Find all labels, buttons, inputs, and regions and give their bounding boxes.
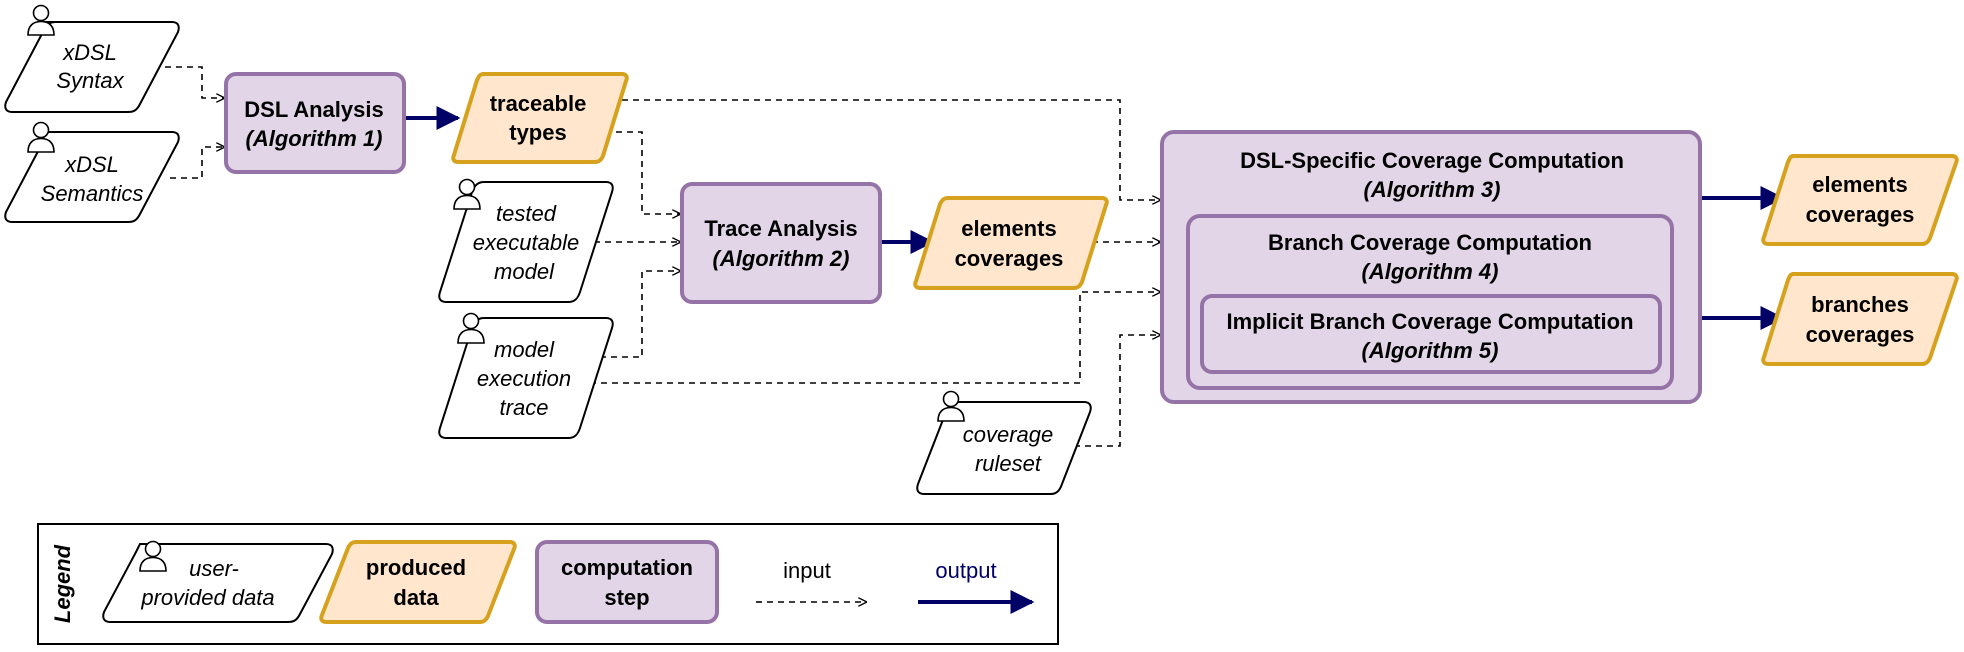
label-line-2: coverages <box>1806 202 1915 227</box>
legend-produced-data: produced data <box>319 540 517 624</box>
legend-input: input <box>756 558 866 602</box>
label-line-1: tested <box>496 201 557 226</box>
user-icon <box>27 4 55 36</box>
parallelogram-shape <box>4 131 180 223</box>
step-dsl-analysis: DSL Analysis (Algorithm 1) <box>224 72 406 174</box>
legend-user-data: user-provided data <box>102 540 334 623</box>
label-line-2: Syntax <box>56 68 124 93</box>
legend-computation-step: computation step <box>535 540 719 624</box>
step-box <box>680 182 882 304</box>
input-xdsl-semantics: xDSL Semantics <box>4 121 180 223</box>
label-line-1: coverage <box>963 422 1054 447</box>
label-line-1: xDSL <box>62 40 117 65</box>
step-algorithm: (Algorithm 5) <box>1362 338 1499 363</box>
arrow-syntax-to-dsl-analysis <box>132 66 224 98</box>
parallelogram-shape <box>451 72 629 164</box>
label-line-1: user- <box>189 556 239 581</box>
step-branch-coverage: Branch Coverage Computation (Algorithm 4… <box>1186 214 1674 390</box>
produced-branches-coverages: branches coverages <box>1761 272 1959 366</box>
arrow-traceable-to-trace-analysis <box>605 131 680 214</box>
label-line-1: traceable <box>490 91 587 116</box>
input-arrows <box>132 66 1160 447</box>
label-line-2: data <box>393 585 439 610</box>
parallelogram-shape <box>1761 154 1959 246</box>
label-line-1: xDSL <box>64 152 119 177</box>
label-line-2: step <box>604 585 649 610</box>
label-line-2: provided data <box>140 585 274 610</box>
label-line-1: model <box>494 337 555 362</box>
parallelogram-shape <box>1761 272 1959 366</box>
legend-output-label: output <box>935 558 996 583</box>
step-box <box>224 72 406 174</box>
input-tested-executable-model: tested executable model <box>438 178 614 303</box>
arrow-traceable-to-dsl-specific <box>622 99 1160 200</box>
label-line-2: coverages <box>955 246 1064 271</box>
step-title: Implicit Branch Coverage Computation <box>1226 309 1633 334</box>
step-implicit-branch-coverage: Implicit Branch Coverage Computation (Al… <box>1200 294 1662 374</box>
arrow-trace-to-dsl-specific <box>590 292 1160 384</box>
step-dsl-specific-coverage: DSL-Specific Coverage Computation (Algor… <box>1160 130 1702 404</box>
parallelogram-shape <box>319 540 517 624</box>
step-algorithm: (Algorithm 3) <box>1364 177 1501 202</box>
parallelogram-shape <box>913 196 1109 290</box>
label-line-2: types <box>509 120 566 145</box>
step-box <box>1200 294 1662 374</box>
step-title: DSL-Specific Coverage Computation <box>1240 148 1624 173</box>
input-model-execution-trace: model execution trace <box>438 312 614 439</box>
label-line-2: execution <box>477 366 571 391</box>
output-arrows <box>405 106 1785 330</box>
arrow-ruleset-to-dsl-specific <box>1074 335 1160 447</box>
label-line-1: elements <box>961 216 1056 241</box>
label-line-3: model <box>494 259 555 284</box>
step-trace-analysis: Trace Analysis (Algorithm 2) <box>680 182 882 304</box>
svg-text:user-provided data: user-provided data <box>140 556 274 610</box>
step-algorithm: (Algorithm 1) <box>246 126 383 151</box>
step-algorithm: (Algorithm 4) <box>1362 259 1499 284</box>
label-line-3: trace <box>500 395 549 420</box>
arrow-trace-to-trace-analysis <box>600 271 680 358</box>
label-line-2: ruleset <box>975 451 1042 476</box>
legend-output: output <box>918 558 1035 614</box>
input-coverage-ruleset: coverage ruleset <box>916 390 1092 495</box>
step-title: Branch Coverage Computation <box>1268 230 1592 255</box>
legend: Legend user-provided data produced data c… <box>37 523 1059 645</box>
step-title: Trace Analysis <box>704 216 857 241</box>
produced-elements-coverages-intermediate: elements coverages <box>913 196 1109 290</box>
step-box <box>535 540 719 624</box>
label-line-1: produced <box>366 555 466 580</box>
produced-traceable-types: traceable types <box>451 72 629 164</box>
label-line-2: executable <box>473 230 579 255</box>
label-line-2: coverages <box>1806 322 1915 347</box>
label-line-1: elements <box>1812 172 1907 197</box>
input-xdsl-syntax: xDSL Syntax <box>4 4 180 113</box>
produced-elements-coverages-output: elements coverages <box>1761 154 1959 246</box>
label-line-1: branches <box>1811 292 1909 317</box>
legend-input-label: input <box>783 558 831 583</box>
arrow-semantics-to-dsl-analysis <box>170 147 224 179</box>
legend-title: Legend <box>50 544 75 623</box>
label-line-2: Semantics <box>41 181 144 206</box>
label-line-1: computation <box>561 555 693 580</box>
step-algorithm: (Algorithm 2) <box>713 246 850 271</box>
step-title: DSL Analysis <box>244 97 383 122</box>
